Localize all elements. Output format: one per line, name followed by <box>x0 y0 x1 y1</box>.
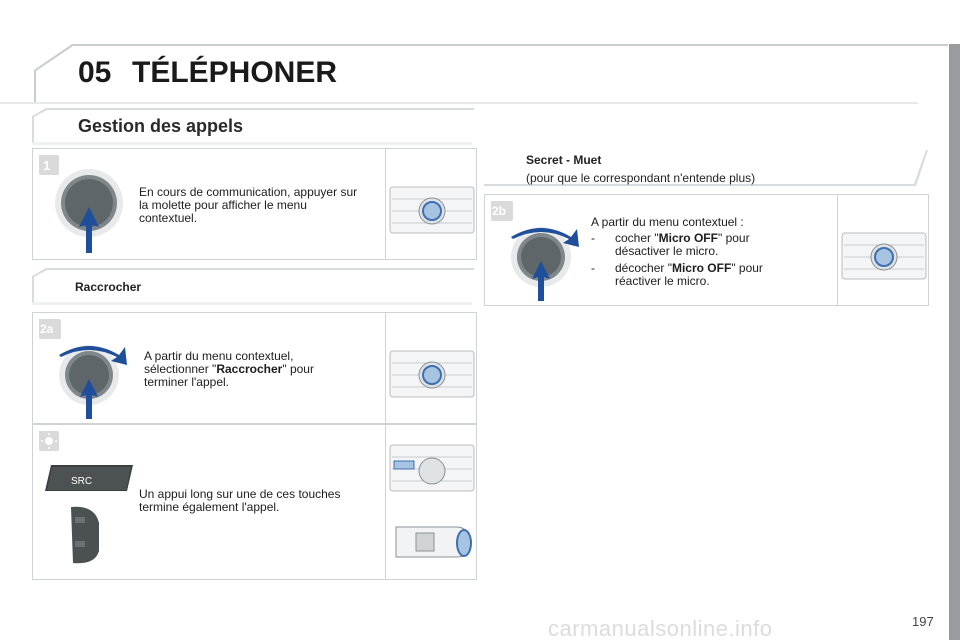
section-title: Gestion des appels <box>78 116 244 136</box>
step1-text: En cours de communication, appuyer sur l… <box>139 185 358 225</box>
step2a-badge: 2a <box>40 322 54 336</box>
step2a-badge-shape <box>39 319 61 339</box>
page-number: 197 <box>912 614 934 629</box>
secret-subtitle: (pour que le correspondant n'entende plu… <box>526 171 756 185</box>
step2b-badge: 2b <box>492 204 507 218</box>
step2b-item1: cocher "Micro OFF" pour désactiver le mi… <box>615 231 750 258</box>
chapter-title: TÉLÉPHONER <box>132 56 338 89</box>
step2b-panel: 2b A partir du menu contextuel : - coche… <box>484 194 929 306</box>
step1-badge: 1 <box>43 158 51 173</box>
rotate-wheel-icon <box>511 227 579 301</box>
lightbulb-icon <box>39 431 59 451</box>
scroll-wheel-icon <box>55 169 123 253</box>
step2a-console-image <box>385 313 478 423</box>
step2a-text: A partir du menu contextuel, sélectionne… <box>144 349 314 389</box>
steering-control-icon <box>71 506 99 564</box>
raccrocher-heading: Raccrocher <box>75 280 142 294</box>
section-banner <box>32 108 474 145</box>
step2b-item1-dash: - <box>591 231 595 245</box>
step2a-panel: 2a A partir du menu contextuel, sélectio… <box>32 312 477 424</box>
step2b-item2: décocher "Micro OFF" pour réactiver le m… <box>615 261 763 288</box>
tip-images <box>385 425 478 579</box>
step2b-badge-shape <box>491 201 513 221</box>
header-band <box>0 44 948 104</box>
raccrocher-banner <box>32 268 474 305</box>
secret-heading: Secret - Muet <box>526 153 602 167</box>
watermark-text: carmanualsonline.info <box>548 616 773 641</box>
step1-panel: 1 En cours de communication, appuyer sur… <box>32 148 477 260</box>
tip-panel: SRC Un appui long sur une de ces touches… <box>32 424 477 580</box>
tip-text: Un appui long sur une de ces touches ter… <box>139 487 341 514</box>
step2b-intro: A partir du menu contextuel : <box>591 215 744 229</box>
rotate-wheel-icon <box>59 345 127 419</box>
watermark-footer: carmanualsonline.info <box>0 614 960 641</box>
src-label: SRC <box>71 476 93 487</box>
side-tab <box>949 44 960 640</box>
src-button-icon <box>45 465 133 491</box>
step2b-item2-dash: - <box>591 261 595 275</box>
step1-badge-shape <box>39 155 59 175</box>
step1-console-image <box>385 149 478 259</box>
step2b-console-image <box>837 195 930 305</box>
chapter-number: 05 <box>78 56 112 89</box>
